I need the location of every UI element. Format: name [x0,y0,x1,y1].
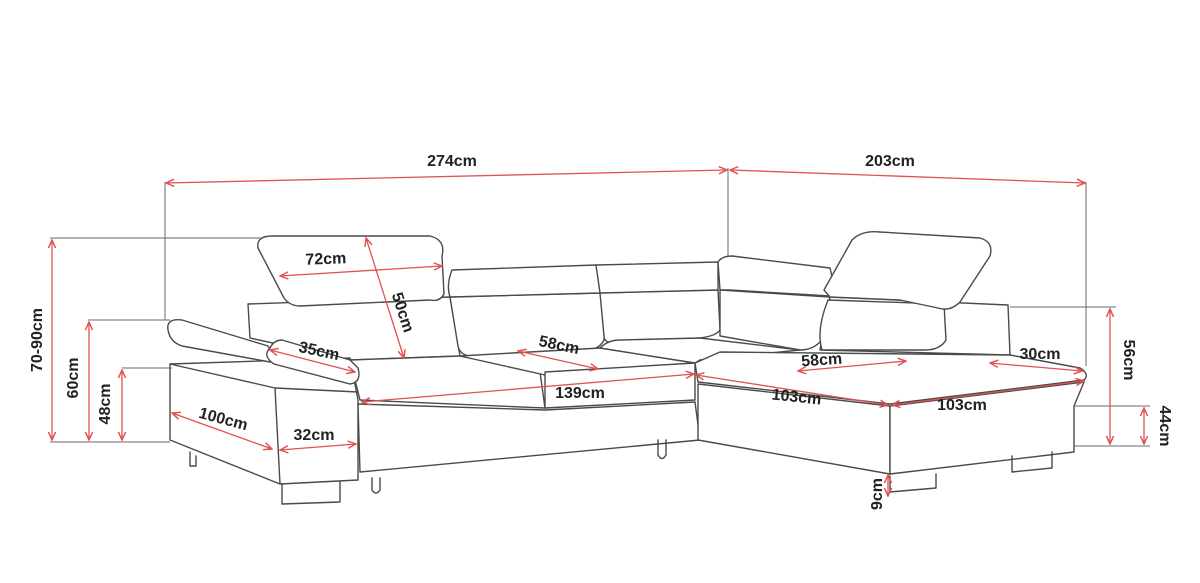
label-corner-height: 56cm [1120,340,1137,381]
right-back-cushion [719,289,831,351]
label-total-height: 70-90cm [29,308,46,372]
dim-32-line [280,444,356,450]
dim-58-right-line [798,361,906,371]
dim-30-line [990,363,1082,371]
dim-35-line [270,350,355,372]
chaise-back-cushion [819,299,947,351]
label-chaise-length: 103cm [937,397,987,414]
main-front-panel [357,401,701,473]
label-seat-height: 44cm [1156,406,1173,447]
label-backrest-height: 60cm [65,358,82,399]
leg-front-left [281,481,341,505]
label-side-length: 203cm [865,153,915,170]
label-seat-depth-right: 58cm [801,351,843,371]
left-side-top-edge [274,387,359,393]
extension-lines [50,168,1150,447]
middle-back-cushion [449,292,607,357]
right-back-section [717,255,836,297]
dim-139-line [362,374,694,402]
dim-203-line [730,170,1085,183]
dim-103-left-line [696,375,888,405]
corner-headrest [595,261,719,294]
label-leg-height: 9cm [869,478,886,510]
label-armrest-height: 48cm [97,384,114,425]
dim-100-line [172,413,272,449]
middle-headrest [447,264,603,298]
dim-72-line [280,266,442,276]
dim-103-right-line [892,381,1084,405]
leg-chaise-end [1011,451,1053,473]
label-total-length: 274cm [427,153,477,170]
dim-58-left-line [518,351,598,369]
dimension-lines [52,170,1144,496]
bed-handle-right [657,439,667,460]
label-chaise-back-depth: 30cm [1020,346,1061,363]
bed-handle-left [371,477,381,494]
dim-50-line [366,238,404,358]
label-main-seat-width: 139cm [555,385,605,402]
corner-back-cushion [599,289,721,344]
sofa-drawing [167,230,1087,505]
chaise-headrest [823,230,992,310]
leg-back-left [189,451,197,467]
label-chaise-width: 103cm [771,386,822,408]
label-headrest-width: 72cm [305,250,346,268]
label-side-width: 32cm [294,427,335,444]
leg-chaise-front [889,473,937,493]
dim-274-line [166,170,727,183]
